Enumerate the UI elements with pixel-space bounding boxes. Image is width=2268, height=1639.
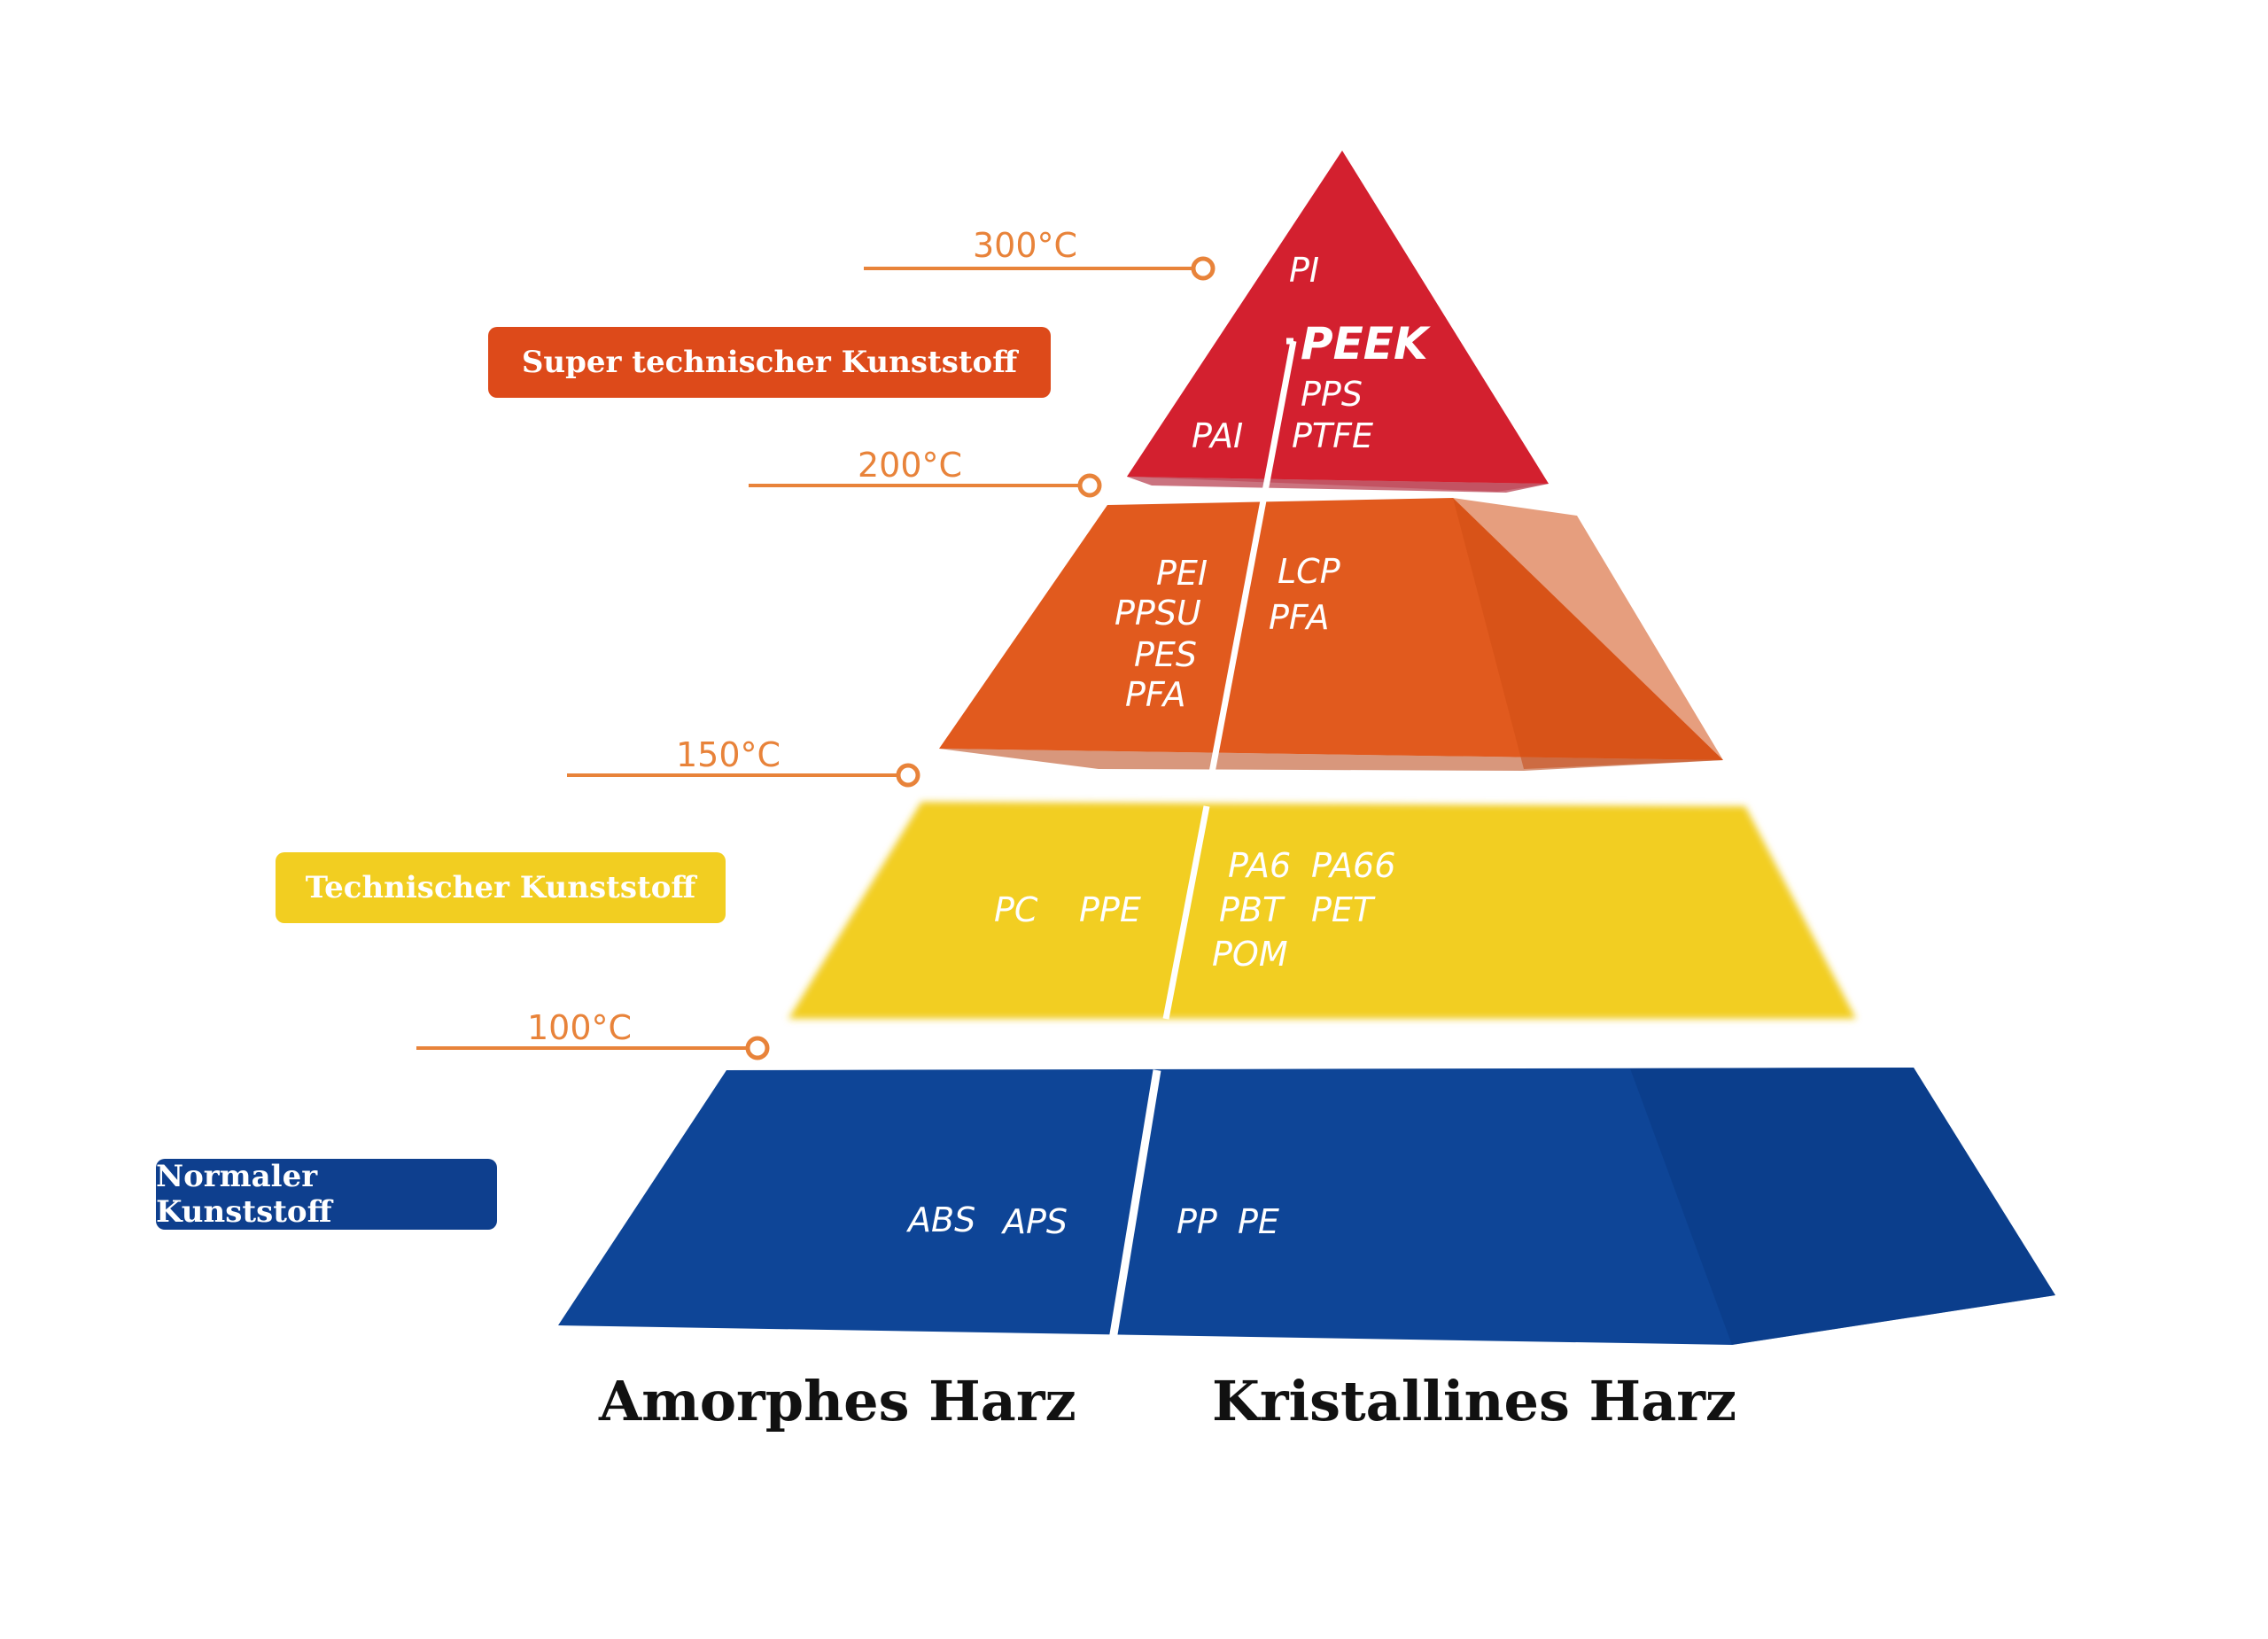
material-pe: PE: [1238, 1202, 1279, 1241]
label-technical-text: Technischer Kunststoff: [305, 870, 696, 905]
label-normal-text: Normaler Kunststoff: [156, 1159, 332, 1230]
material-ppe: PPE: [1079, 890, 1141, 929]
material-pa66: PA66: [1311, 846, 1395, 885]
axis-label-crystalline: Kristallines Harz: [1212, 1369, 1737, 1433]
temp-label-200: 200°C: [858, 446, 962, 485]
amorphous-crystalline-divider: [1208, 340, 1297, 773]
amorphous-crystalline-divider-bottom: [1108, 1069, 1161, 1340]
material-pbt: PBT: [1219, 890, 1285, 929]
tier-normal-side: [1630, 1068, 2055, 1345]
material-pei: PEI: [1156, 554, 1208, 593]
material-pom: POM: [1212, 935, 1288, 974]
material-pes: PES: [1134, 635, 1197, 674]
label-super-technical-text: Super technischer Kunststoff: [521, 345, 1018, 380]
material-abs: ABS: [905, 1200, 975, 1239]
temp-marker-100: 100°C: [416, 1008, 770, 1060]
axis-label-amorphous: Amorphes Harz: [599, 1369, 1076, 1433]
tier-super-front: [1127, 151, 1549, 484]
temp-label-300: 300°C: [973, 226, 1077, 265]
material-pfa-crystalline: PFA: [1269, 598, 1330, 637]
material-pp: PP: [1177, 1202, 1217, 1241]
material-ptfe: PTFE: [1292, 416, 1373, 455]
temp-label-100: 100°C: [527, 1008, 632, 1047]
tier-super-bottom: [1127, 477, 1549, 493]
temp-marker-200: 200°C: [749, 446, 1102, 498]
label-normal: Normaler Kunststoff: [156, 1159, 497, 1230]
material-pa6: PA6: [1228, 846, 1291, 885]
material-ppsu: PPSU: [1115, 594, 1201, 633]
material-pai: PAI: [1192, 416, 1243, 455]
temp-label-150: 150°C: [676, 735, 781, 774]
material-pfa-amorphous: PFA: [1125, 675, 1186, 714]
label-technical: Technischer Kunststoff: [276, 852, 726, 923]
tier-technical-front: [788, 802, 1856, 1019]
tier-high-side: [1453, 498, 1723, 769]
temp-marker-300: 300°C: [864, 226, 1216, 281]
material-aps: APS: [1000, 1202, 1068, 1241]
material-pps: PPS: [1301, 375, 1363, 414]
material-pi: PI: [1289, 251, 1319, 290]
material-pc: PC: [994, 890, 1038, 929]
material-lcp: LCP: [1278, 552, 1340, 591]
material-peek: PEEK: [1301, 318, 1431, 369]
amorphous-crystalline-divider-lower: [1162, 805, 1210, 1020]
tier-high-bottom: [939, 749, 1723, 771]
tier-super-side: [1127, 151, 1549, 492]
temp-marker-150: 150°C: [567, 735, 920, 788]
material-pet: PET: [1311, 890, 1376, 929]
label-super-technical: Super technischer Kunststoff: [488, 327, 1051, 398]
